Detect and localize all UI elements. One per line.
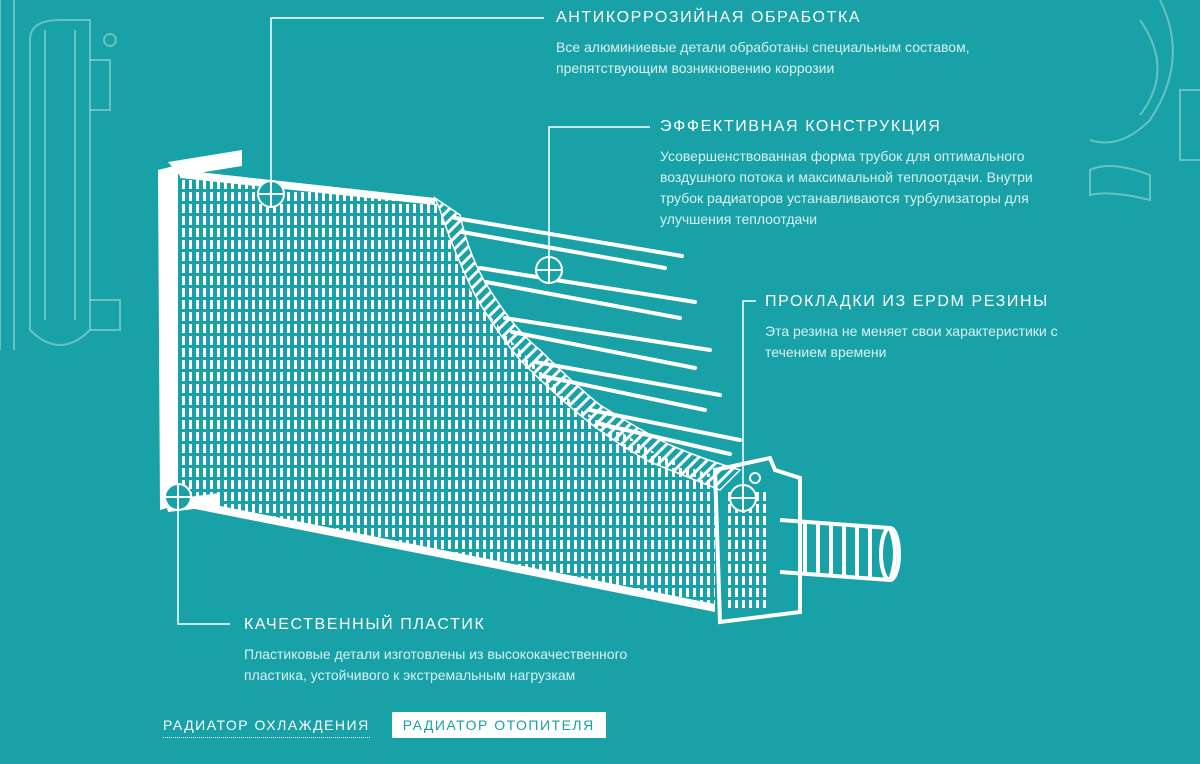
plus-marker-icon[interactable] (257, 180, 285, 208)
callout-title: Эффективная конструкция (660, 118, 942, 135)
plus-marker-icon[interactable] (164, 483, 192, 511)
radiator-type-tabs: Радиатор охлаждения Радиатор отопителя (163, 712, 606, 738)
callout-anticorrosion: Антикоррозийная обработка Все алюминиевы… (556, 9, 996, 79)
background-sketch-left (0, 0, 121, 350)
callout-title: Прокладки из EPDM резины (765, 293, 1049, 310)
callout-description: Пластиковые детали изготовлены из высоко… (244, 646, 628, 683)
plus-marker-icon[interactable] (535, 256, 563, 284)
callout-description: Все алюминиевые детали обработаны специа… (556, 39, 970, 76)
callout-epdm-gaskets: Прокладки из EPDM резины Эта резина не м… (765, 293, 1085, 363)
callout-quality-plastic: Качественный пластик Пластиковые детали … (244, 616, 664, 686)
callout-lines (177, 17, 756, 625)
background-sketch-right (1089, 0, 1200, 202)
callout-efficient-design: Эффективная конструкция Усовершенствован… (660, 118, 1060, 230)
radiator-core (180, 170, 715, 612)
exposed-tubes (453, 216, 742, 456)
core-bottom-rail (180, 498, 715, 612)
outlet-pipe (779, 518, 901, 583)
tab-heater-radiator[interactable]: Радиатор отопителя (391, 712, 606, 738)
callout-description: Усовершенствованная форма трубок для опт… (660, 148, 1033, 227)
callout-title: Антикоррозийная обработка (556, 9, 862, 26)
core-top-rail (180, 170, 435, 205)
callout-title: Качественный пластик (244, 616, 486, 633)
plus-marker-icon[interactable] (729, 484, 757, 512)
tab-cooling-radiator[interactable]: Радиатор охлаждения (163, 713, 370, 738)
callout-description: Эта резина не меняет свои характеристики… (765, 323, 1058, 360)
